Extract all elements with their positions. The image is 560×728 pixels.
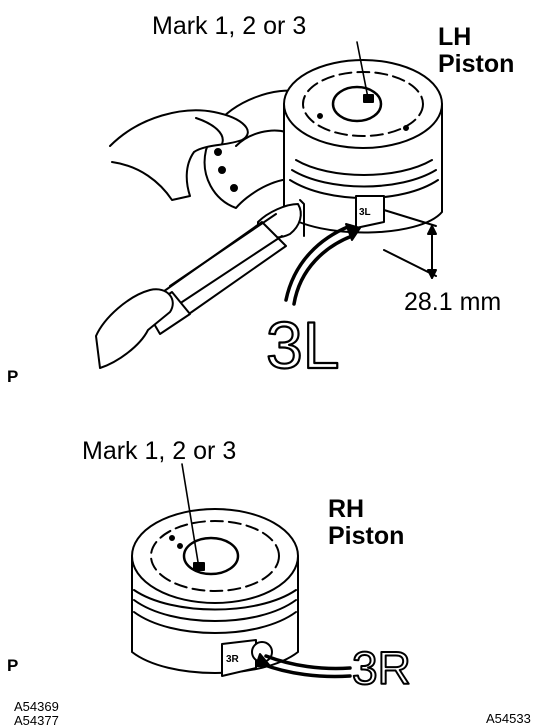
figure-code-2: A54377 [14,713,59,728]
dimension-lines [383,209,437,279]
rh-label-line1: RH [328,495,365,523]
hand-top [109,109,249,201]
figure-code-1: A54369 [14,699,59,714]
mark-label-bottom: Mark 1, 2 or 3 [82,437,237,465]
stamp-3r-text: 3R [226,654,240,665]
lh-label-line2: Piston [438,50,515,78]
leader-line-top [356,41,369,99]
figure-code-3: A54533 [486,711,531,726]
lh-piston-label: LH Piston [438,24,514,78]
rh-piston [131,508,299,677]
lh-label-line1: LH [438,23,472,51]
corner-letter-top: P [7,367,19,386]
arrow-3l [284,223,361,306]
rh-label-line2: Piston [328,522,405,550]
big-mark-3l-text: 3L [266,308,339,382]
leader-line-bottom [181,463,199,563]
big-mark-3r: 3R [351,641,412,695]
stamp-3r: 3R [226,654,240,665]
stamp-3l-text: 3L [359,207,371,218]
arrow-3r [255,653,352,679]
hand-bottom [95,288,174,369]
dimension-label: 28.1 mm [404,288,502,316]
mark-label-top: Mark 1, 2 or 3 [152,12,307,40]
stamp-3l: 3L [359,207,371,218]
big-mark-3l: 3L [265,307,341,383]
rh-piston-label: RH Piston [328,496,404,550]
corner-letter-bottom: P [7,656,19,675]
big-mark-3r-text: 3R [352,642,411,694]
